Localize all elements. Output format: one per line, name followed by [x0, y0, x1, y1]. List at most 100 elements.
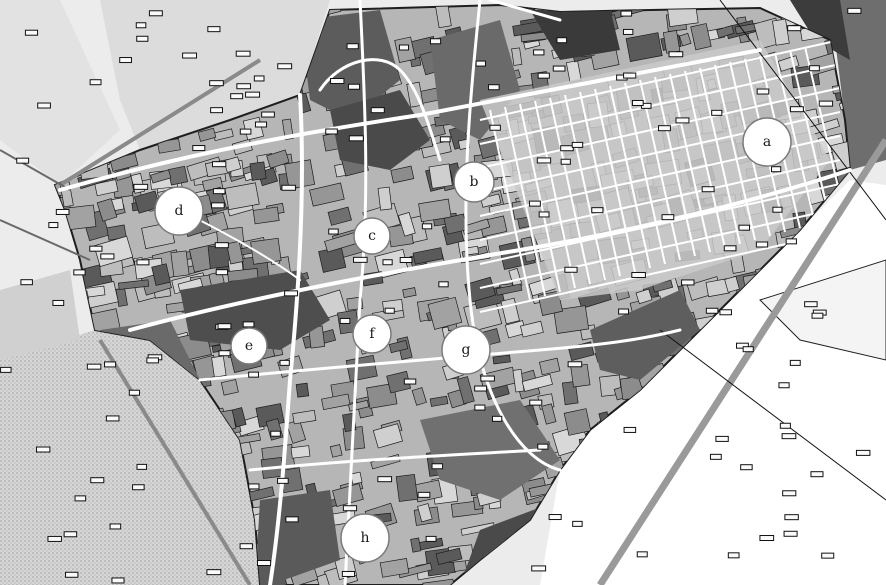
parcel [290, 445, 311, 459]
parcel [170, 250, 190, 278]
parcel-tag [325, 128, 338, 135]
grid-street [684, 70, 726, 249]
parcel-tag [148, 10, 163, 17]
parcel-tag [784, 514, 799, 521]
parcel [427, 296, 463, 330]
parcel-tag [701, 186, 715, 193]
district-markers: a b c d e f g [154, 117, 792, 563]
parcel-tag [740, 464, 753, 471]
parcel-tag [631, 99, 644, 106]
parcel-tag [810, 471, 824, 478]
parcel-tag [109, 523, 122, 530]
parcel-tag [742, 346, 754, 353]
marker-d[interactable]: d [154, 186, 204, 236]
parcel-tag [256, 560, 272, 567]
parcel-tag [425, 535, 437, 542]
parcel [250, 237, 282, 265]
svg-text:c: c [368, 228, 376, 244]
parcel-tag [55, 208, 70, 215]
parcel [402, 287, 417, 298]
parcel [329, 444, 343, 458]
parcel-tag [217, 323, 232, 330]
grid-street [639, 79, 681, 261]
parcel [379, 558, 410, 578]
parcel [327, 206, 352, 226]
parcel [690, 23, 712, 51]
parcel-tag [182, 52, 198, 59]
parcel-tag [709, 453, 722, 460]
parcel-tag [348, 135, 364, 142]
parcel-tag [218, 350, 231, 357]
marker-e[interactable]: e [230, 327, 268, 365]
parcel-tag [341, 570, 356, 577]
parcel-tag [560, 145, 574, 152]
parcel-tag [531, 565, 547, 572]
parcel-tag [90, 477, 105, 484]
parcel [538, 357, 561, 376]
parcel-tag [567, 361, 583, 368]
parcel [625, 32, 663, 62]
grid-street [549, 97, 591, 285]
marker-g[interactable]: g [441, 325, 491, 375]
grid-street [479, 63, 841, 145]
parcel-tag [711, 109, 723, 116]
parcel-tag [781, 433, 797, 440]
parcel [220, 379, 239, 396]
parcel [390, 165, 415, 184]
parcel-tag [347, 83, 361, 90]
marker-f[interactable]: f [352, 314, 392, 354]
marker-b[interactable]: b [453, 161, 495, 203]
parcel-tag [119, 57, 132, 64]
parcel [541, 403, 557, 425]
parcel-tag [236, 83, 251, 90]
parcel-tag [782, 490, 797, 497]
parcel-tag [403, 378, 417, 385]
parcel-tag [136, 35, 149, 42]
parcel-tag [489, 124, 501, 131]
parcel-tag [783, 530, 798, 537]
parcel-tag [285, 516, 299, 523]
parcel-tag [474, 385, 488, 392]
parcel-tag [248, 483, 260, 490]
grid-street [654, 76, 696, 257]
parcel [150, 169, 172, 184]
parcel-tag [620, 10, 633, 17]
parcel-tag [48, 222, 59, 229]
parcel-tag [789, 106, 804, 113]
parcel-tag [377, 476, 393, 483]
parcel [520, 320, 544, 338]
grid-street [479, 159, 841, 241]
parcel-tag [756, 88, 770, 95]
parcel-tag [560, 158, 571, 165]
parcel-tag [538, 211, 550, 218]
parcel-tag [74, 495, 87, 502]
marker-a[interactable]: a [742, 117, 792, 167]
parcel-tag [705, 307, 719, 314]
parcel-tag [132, 484, 145, 491]
parcel-tag [668, 51, 684, 58]
marker-h[interactable]: h [340, 513, 390, 563]
marker-c[interactable]: c [353, 217, 391, 255]
parcel [398, 212, 416, 237]
grid-street [479, 231, 841, 313]
parcel-tag [636, 551, 648, 558]
svg-text:e: e [245, 338, 253, 354]
parcel-tag [35, 446, 51, 453]
parcel [366, 383, 398, 409]
parcel-tag [474, 404, 486, 411]
parcel-tag [431, 463, 444, 470]
grid-street [624, 82, 666, 265]
parcel-tag [591, 207, 604, 214]
parcel [434, 5, 452, 29]
parcel-tag [136, 463, 148, 470]
parcel-tag [847, 7, 862, 14]
parcel-tag [346, 43, 359, 50]
parcel [151, 263, 171, 286]
svg-text:b: b [470, 174, 479, 190]
svg-text:f: f [369, 326, 376, 342]
parcel [197, 127, 217, 142]
parcel-tag [622, 28, 634, 35]
parcel-tag [242, 321, 255, 328]
